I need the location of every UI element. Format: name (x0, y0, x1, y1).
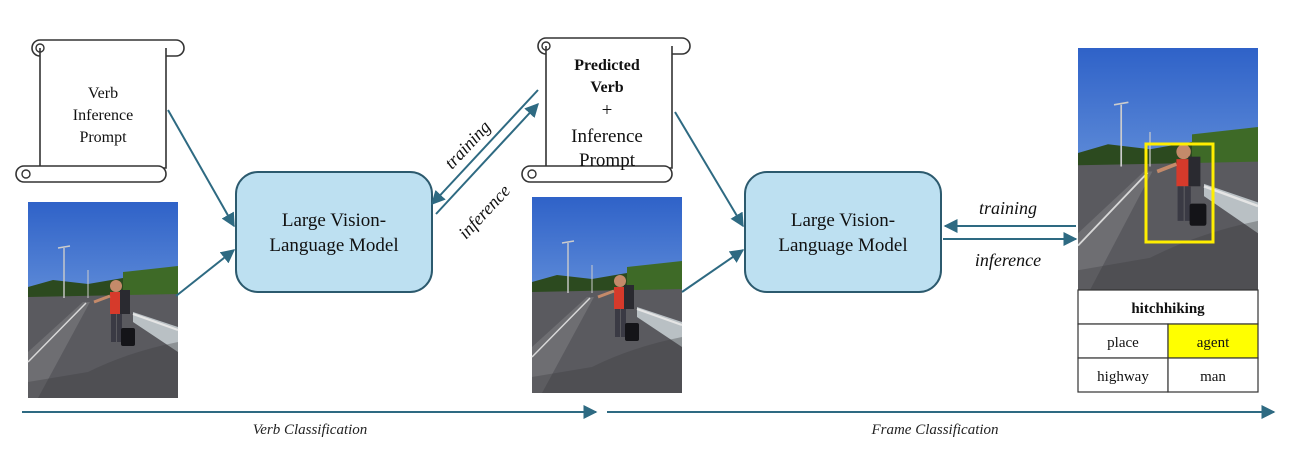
frame-prompt-line-1: Inference (571, 126, 643, 147)
image-to-model-2-arrow (681, 249, 745, 293)
inference-label-2: inference (975, 250, 1041, 270)
table-verb-header: hitchhiking (1131, 301, 1205, 317)
inference-label-1: inference (454, 181, 514, 243)
model-2-line-2: Language Model (778, 235, 907, 256)
verb-prompt-line-2: Inference (73, 107, 133, 124)
model-2-line-1: Large Vision- (791, 210, 895, 231)
table-role-cell: agent (1197, 335, 1230, 351)
agent-bounding-box (1144, 142, 1215, 244)
table-value-cell: man (1200, 369, 1226, 385)
input-image-1 (26, 200, 180, 400)
prompt-to-model-2-arrow (674, 111, 744, 228)
inference-arrow-1 (435, 102, 539, 215)
plus-sign: + (602, 100, 613, 121)
training-label-2: training (979, 198, 1037, 218)
predicted-verb-line-2: Verb (590, 79, 623, 96)
output-image (1078, 48, 1258, 290)
input-image-2 (530, 195, 684, 395)
verb-prompt-line-1: Verb (88, 85, 118, 102)
frame-output-table: hitchhiking place agent highway man (1077, 289, 1259, 393)
model-1-line-1: Large Vision- (282, 210, 386, 231)
model-1-line-2: Language Model (269, 235, 398, 256)
image-to-model-1-arrow (175, 249, 236, 297)
verb-prompt-line-3: Prompt (79, 129, 127, 146)
training-arrow-1 (431, 89, 539, 206)
verb-inference-prompt-scroll: Verb Inference Prompt (15, 39, 185, 183)
vision-language-model-2: Large Vision- Language Model (744, 171, 942, 293)
vision-language-model-1: Large Vision- Language Model (235, 171, 433, 293)
table-role-cell: place (1107, 335, 1139, 351)
table-value-cell: highway (1097, 369, 1149, 385)
highlighted-role-cell (1167, 323, 1259, 359)
prompt-to-model-1-arrow (167, 109, 235, 228)
verb-classification-label: Verb Classification (253, 422, 368, 438)
predicted-verb-line-1: Predicted (574, 57, 640, 74)
frame-inference-prompt-scroll: Predicted Verb + Inference Prompt (521, 37, 691, 183)
frame-prompt-line-2: Prompt (579, 150, 636, 171)
frame-classification-label: Frame Classification (870, 422, 998, 438)
